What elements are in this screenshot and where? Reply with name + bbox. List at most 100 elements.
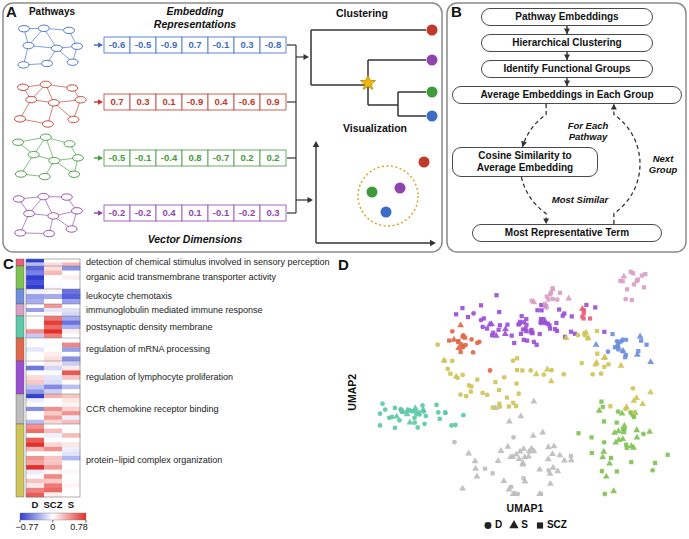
box-text: Average Embeddings in Each Group <box>458 89 676 101</box>
network-node <box>26 96 37 102</box>
umap-point <box>647 358 654 364</box>
column-label: SCZ <box>44 499 63 510</box>
umap-point <box>485 393 490 398</box>
vector-value: 0.8 <box>188 152 201 163</box>
umap-point <box>555 297 560 302</box>
umap-point <box>548 327 552 331</box>
connector-group <box>564 26 570 34</box>
umap-point <box>456 340 460 344</box>
heatmap-cell <box>44 415 62 420</box>
colorbar <box>20 513 86 520</box>
heatmap-cell <box>26 289 44 294</box>
bracket-line <box>287 157 296 158</box>
arrowhead <box>98 42 103 48</box>
vector-value: -0.5 <box>135 39 151 50</box>
heatmap-cell <box>44 308 62 312</box>
edge-label: Most Similar <box>552 194 609 205</box>
group-separator <box>26 394 80 395</box>
umap-point <box>447 338 451 342</box>
umap-point <box>397 418 402 423</box>
umap-point <box>422 421 427 426</box>
process-box: Average Embeddings in Each Group <box>452 86 682 104</box>
network-node <box>38 193 49 199</box>
heatmap-cell <box>26 284 44 289</box>
heatmap-cell <box>62 488 80 493</box>
heatmap-cell <box>26 308 44 312</box>
umap-point <box>623 403 630 409</box>
umap-point <box>549 450 556 456</box>
umap-point <box>448 372 452 376</box>
heatmap-cell <box>26 280 44 285</box>
legend-label: D <box>495 519 502 530</box>
umap-point <box>515 368 519 372</box>
umap-point <box>554 321 558 325</box>
vector-cell <box>130 205 156 221</box>
legend-symbol <box>509 520 519 530</box>
network-node <box>67 85 78 91</box>
pathway-network <box>14 81 86 127</box>
pathway-term: leukocyte chemotaxis <box>86 291 172 302</box>
umap-point <box>463 343 468 348</box>
umap-point <box>450 329 455 334</box>
heatmap-cell <box>26 479 44 484</box>
umap-point <box>611 429 618 435</box>
umap-point <box>516 391 521 396</box>
bracket-line <box>287 212 296 213</box>
network-node <box>38 25 49 31</box>
heatmap-cell <box>62 347 80 352</box>
vector-value: 0.4 <box>214 96 227 107</box>
heatmap-cell <box>26 407 44 412</box>
umap-point <box>460 373 465 378</box>
heatmap-cell <box>44 352 62 357</box>
process-box: Most Representative Term <box>472 224 662 242</box>
umap-point <box>602 365 606 369</box>
group-bar <box>16 394 24 424</box>
umap-point <box>616 409 621 414</box>
heatmap-cell <box>62 389 80 394</box>
umap-point <box>548 377 555 383</box>
heatmap-cell <box>62 294 80 299</box>
umap-point <box>536 466 543 472</box>
colorbar-tick-label: −0.77 <box>16 522 39 533</box>
umap-point <box>441 357 448 363</box>
vector-cell <box>104 37 130 53</box>
heatmap-cell <box>62 492 80 497</box>
heatmap-cell <box>62 375 80 380</box>
umap-point <box>485 326 489 330</box>
cluster-leaf <box>427 111 438 122</box>
network-node <box>19 26 30 32</box>
heatmap-cell <box>26 294 44 299</box>
vector-value: -0.8 <box>265 39 281 50</box>
arrowhead <box>98 155 103 161</box>
umap-point <box>615 436 622 442</box>
heatmap-cell <box>44 411 62 416</box>
umap-point <box>588 316 592 320</box>
heatmap-cell <box>62 403 80 408</box>
column-label: S <box>68 499 74 510</box>
arrowhead <box>430 240 436 247</box>
umap-point <box>497 388 501 392</box>
umap-point <box>541 372 546 377</box>
heatmap-cell <box>44 361 62 366</box>
network-node <box>49 157 60 163</box>
heatmap-cell <box>26 259 44 263</box>
umap-point <box>561 457 568 463</box>
umap-point <box>390 415 395 420</box>
embedding-vector <box>104 150 286 166</box>
heatmap-cell <box>62 483 80 488</box>
umap-point <box>551 286 555 290</box>
network-node <box>15 230 26 236</box>
heatmap-cell <box>44 389 62 394</box>
heatmap-cell <box>26 403 44 408</box>
network-node <box>18 62 29 68</box>
heatmap-cell <box>26 304 44 308</box>
vector-cell <box>182 94 208 110</box>
umap-point <box>399 409 404 414</box>
umap-point <box>528 329 532 333</box>
umap-point <box>524 329 528 333</box>
umap-point <box>615 420 619 424</box>
umap-point <box>512 341 516 345</box>
heatmap-cell <box>26 366 44 371</box>
umap-point <box>465 450 472 456</box>
